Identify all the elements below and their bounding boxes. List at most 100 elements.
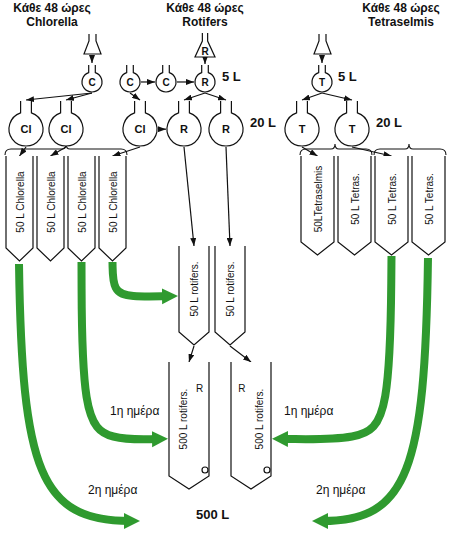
feed-arrow: [19, 264, 130, 521]
flow-arrow: [321, 55, 322, 63]
culture-tank-outline: [231, 362, 271, 489]
transfer-arrow: [130, 93, 140, 100]
culture-tank-outline: [99, 156, 126, 261]
round-flask-outline: [120, 65, 140, 92]
round-flask: Cl: [48, 100, 84, 147]
tank-label: R: [238, 382, 245, 393]
culture-tank: R 500 L rotifers.: [230, 362, 272, 490]
culture-tank: 50 L Tetras.: [337, 156, 372, 256]
transfer-arrow: [26, 93, 92, 100]
transfer-arrow: [113, 147, 141, 156]
culture-tank: 50 L Tetras.: [411, 156, 446, 256]
transfer-arrow: [230, 346, 251, 362]
transfer-arrow: [302, 93, 322, 100]
flask-letter: Cl: [61, 123, 72, 135]
round-flask: R: [194, 64, 216, 93]
transfer-arrow: [66, 93, 92, 100]
schedule-heading: Κάθε 48 ώρες Tetraselmis: [348, 2, 454, 30]
round-flask: Cl: [8, 100, 44, 147]
round-flask: C: [119, 64, 141, 93]
transfer-arrow: [184, 93, 205, 100]
flask-letter: C: [162, 77, 169, 88]
round-flask: T: [334, 100, 370, 147]
day-label: 2η ημέρα: [88, 484, 137, 498]
transfer-arrow: [352, 147, 392, 156]
volume-label: 5 L: [222, 70, 241, 85]
tank-label: 500 L rotifers.: [253, 389, 264, 450]
conical-flask-outline: [195, 33, 215, 57]
flask-letter: T: [319, 77, 325, 88]
culture-tank: 50 L Chlorella: [98, 156, 127, 262]
flask-letter: R: [222, 123, 230, 135]
flask-letter: R: [201, 77, 208, 88]
conical-flask: [314, 34, 331, 54]
culture-tank-outline: [230, 362, 272, 490]
tank-label: 50 L Chlorella: [107, 171, 118, 232]
tank-label: 50 L Tetras.: [349, 173, 360, 225]
culture-tank-outline: [215, 246, 245, 345]
culture-tank: 50 L Tetras.: [374, 156, 409, 256]
tank-label: 50 L rotifers.: [189, 261, 200, 316]
culture-tank-outline: [301, 156, 334, 255]
round-flask-outline: [167, 101, 201, 146]
round-flask-outline: [9, 101, 43, 146]
schedule-heading: Κάθε 48 ώρες Chlorella: [2, 2, 102, 30]
culture-tank: 50 L rotifers.: [178, 246, 210, 346]
round-flask: T: [284, 100, 320, 147]
culture-tank: 50LTetraselmis: [300, 156, 335, 256]
round-flask: C: [81, 64, 103, 93]
round-flask-outline: [49, 101, 83, 146]
culture-tank-outline: [169, 362, 209, 489]
volume-label: 5 L: [338, 70, 357, 85]
round-flask: Cl: [122, 100, 158, 147]
conical-flask: [84, 34, 101, 54]
flask-letter: R: [201, 46, 208, 57]
day-label: 1η ημέρα: [108, 404, 161, 418]
culture-tank: 50 L Chlorella: [67, 156, 96, 262]
culture-tank: 500 L rotifers. R: [168, 362, 210, 490]
flask-letter: Cl: [135, 123, 146, 135]
transfer-arrow: [226, 147, 230, 246]
flask-letter: C: [126, 77, 133, 88]
transfer-arrow: [158, 129, 166, 130]
culture-tank-outline: [68, 156, 95, 261]
flask-letter: R: [180, 123, 188, 135]
day-label: 1η ημέρα: [282, 404, 335, 418]
culture-tank-outline: [168, 362, 210, 490]
tank-label: 50LTetraselmis: [312, 166, 323, 233]
tank-label: 50 L Chlorella: [76, 171, 87, 232]
flask-letter: C: [88, 77, 95, 88]
transfer-arrow: [141, 81, 155, 82]
round-flask-outline: [209, 101, 243, 146]
transfer-arrow: [322, 93, 352, 100]
valve: [202, 467, 208, 473]
culture-tank-outline: [375, 156, 408, 255]
tank-label: 50 L Chlorella: [45, 171, 56, 232]
tank-label: 500 L rotifers.: [177, 389, 188, 450]
culture-tank-outline: [338, 156, 371, 255]
flask-letter: T: [349, 123, 356, 135]
tank-label: R: [196, 382, 203, 393]
culture-tank-outline: [6, 156, 33, 261]
round-flask-outline: [156, 65, 176, 92]
round-flask-outline: [285, 101, 319, 146]
round-flask-outline: [335, 101, 369, 146]
culture-tank-outline: [179, 246, 209, 345]
transfer-arrow: [51, 147, 67, 156]
flow-arrow: [91, 55, 92, 63]
transfer-arrow: [20, 147, 27, 156]
volume-label: 20 L: [376, 116, 402, 131]
round-flask-outline: [82, 65, 102, 92]
culture-tank-outline: [412, 156, 445, 255]
feed-arrow: [322, 258, 428, 521]
volume-label: 500 L: [196, 508, 229, 523]
flask-letter: T: [299, 123, 306, 135]
volume-label: 20 L: [250, 116, 276, 131]
tank-label: 50 L Tetras.: [386, 173, 397, 225]
culture-tank: 50 L Chlorella: [36, 156, 65, 262]
culture-tank: 50 L Chlorella: [5, 156, 34, 262]
round-flask: T: [311, 64, 333, 93]
round-flask: C: [155, 64, 177, 93]
transfer-arrow: [177, 81, 194, 82]
round-flask-outline: [312, 65, 332, 92]
